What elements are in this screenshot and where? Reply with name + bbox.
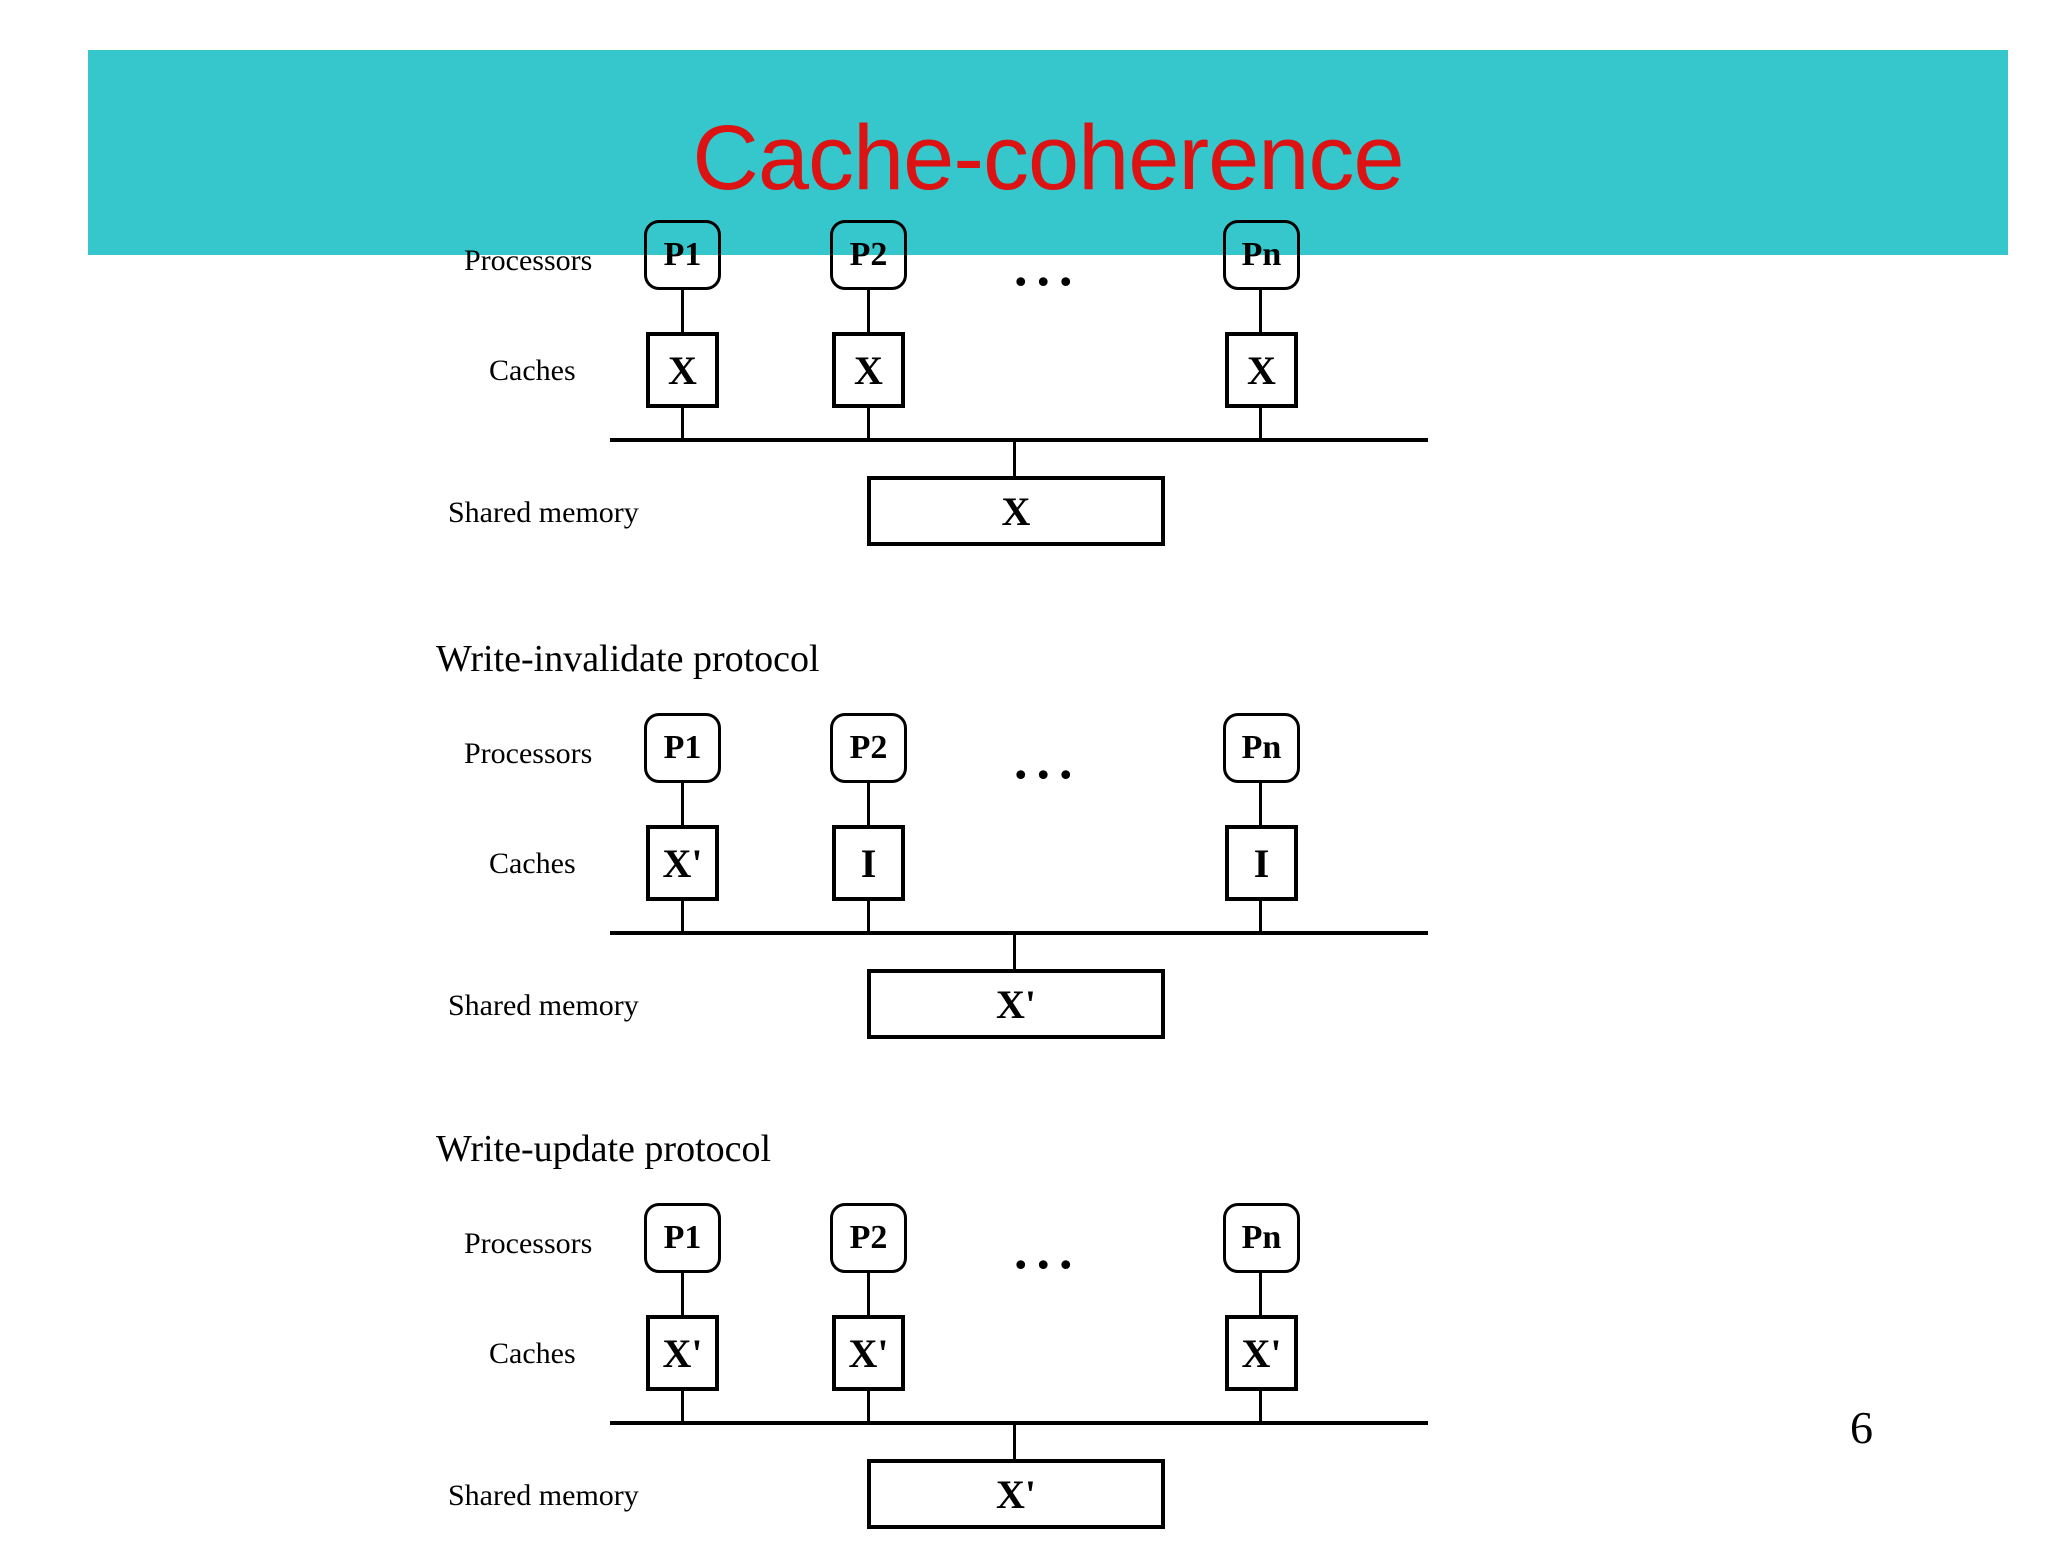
connector-line bbox=[867, 290, 870, 332]
memory-connector-line bbox=[1013, 935, 1016, 970]
processor-box-p1: P1 bbox=[644, 1203, 721, 1273]
shared-memory-box: X' bbox=[867, 1459, 1165, 1529]
cache-box-p1: X' bbox=[646, 1315, 719, 1391]
diagram-write-update: Write-update protocol Processors Caches … bbox=[0, 983, 2048, 1558]
connector-line bbox=[681, 783, 684, 825]
processor-box-p1: P1 bbox=[644, 220, 721, 290]
connector-line bbox=[1259, 1391, 1262, 1422]
ellipsis-dots: ... bbox=[1014, 237, 1082, 297]
connector-line bbox=[681, 1391, 684, 1422]
connector-line bbox=[681, 408, 684, 439]
cache-box-pn: X bbox=[1225, 332, 1298, 408]
connector-line bbox=[867, 901, 870, 932]
ellipsis-dots: ... bbox=[1014, 730, 1082, 790]
diagram-heading: Write-invalidate protocol bbox=[436, 638, 820, 680]
cache-box-p2: I bbox=[832, 825, 905, 901]
bus-line bbox=[610, 438, 1428, 442]
ellipsis-dots: ... bbox=[1014, 1220, 1082, 1280]
slide-title: Cache-coherence bbox=[692, 106, 1404, 209]
processors-row-label: Processors bbox=[464, 737, 593, 770]
memory-connector-line bbox=[1013, 442, 1016, 477]
connector-line bbox=[867, 783, 870, 825]
shared-memory-row-label: Shared memory bbox=[448, 1479, 639, 1512]
memory-connector-line bbox=[1013, 1425, 1016, 1460]
shared-memory-box: X bbox=[867, 476, 1165, 546]
connector-line bbox=[1259, 901, 1262, 932]
processors-row-label: Processors bbox=[464, 1227, 593, 1260]
cache-box-p1: X' bbox=[646, 825, 719, 901]
connector-line bbox=[867, 408, 870, 439]
processors-row-label: Processors bbox=[464, 244, 593, 277]
connector-line bbox=[1259, 408, 1262, 439]
cache-box-p1: X bbox=[646, 332, 719, 408]
cache-box-p2: X bbox=[832, 332, 905, 408]
connector-line bbox=[681, 901, 684, 932]
bus-line bbox=[610, 931, 1428, 935]
processor-box-pn: Pn bbox=[1223, 220, 1300, 290]
diagram-write-invalidate: Write-invalidate protocol Processors Cac… bbox=[0, 493, 2048, 1068]
connector-line bbox=[1259, 290, 1262, 332]
cache-box-p2: X' bbox=[832, 1315, 905, 1391]
cache-box-pn: I bbox=[1225, 825, 1298, 901]
diagram-current-state: Processors Caches Shared memory P1 P2 Pn… bbox=[0, 0, 2048, 575]
processor-box-p2: P2 bbox=[830, 220, 907, 290]
shared-memory-row-label: Shared memory bbox=[448, 989, 639, 1022]
connector-line bbox=[867, 1273, 870, 1315]
cache-box-pn: X' bbox=[1225, 1315, 1298, 1391]
connector-line bbox=[681, 290, 684, 332]
connector-line bbox=[681, 1273, 684, 1315]
caches-row-label: Caches bbox=[489, 354, 576, 387]
connector-line bbox=[867, 1391, 870, 1422]
bus-line bbox=[610, 1421, 1428, 1425]
diagram-heading: Write-update protocol bbox=[436, 1128, 772, 1170]
processor-box-p2: P2 bbox=[830, 713, 907, 783]
caches-row-label: Caches bbox=[489, 1337, 576, 1370]
caches-row-label: Caches bbox=[489, 847, 576, 880]
connector-line bbox=[1259, 1273, 1262, 1315]
shared-memory-box: X' bbox=[867, 969, 1165, 1039]
shared-memory-row-label: Shared memory bbox=[448, 496, 639, 529]
title-band: Cache-coherence bbox=[88, 50, 2008, 255]
processor-box-pn: Pn bbox=[1223, 713, 1300, 783]
processor-box-p2: P2 bbox=[830, 1203, 907, 1273]
connector-line bbox=[1259, 783, 1262, 825]
page-number: 6 bbox=[1850, 1402, 1873, 1453]
processor-box-pn: Pn bbox=[1223, 1203, 1300, 1273]
processor-box-p1: P1 bbox=[644, 713, 721, 783]
